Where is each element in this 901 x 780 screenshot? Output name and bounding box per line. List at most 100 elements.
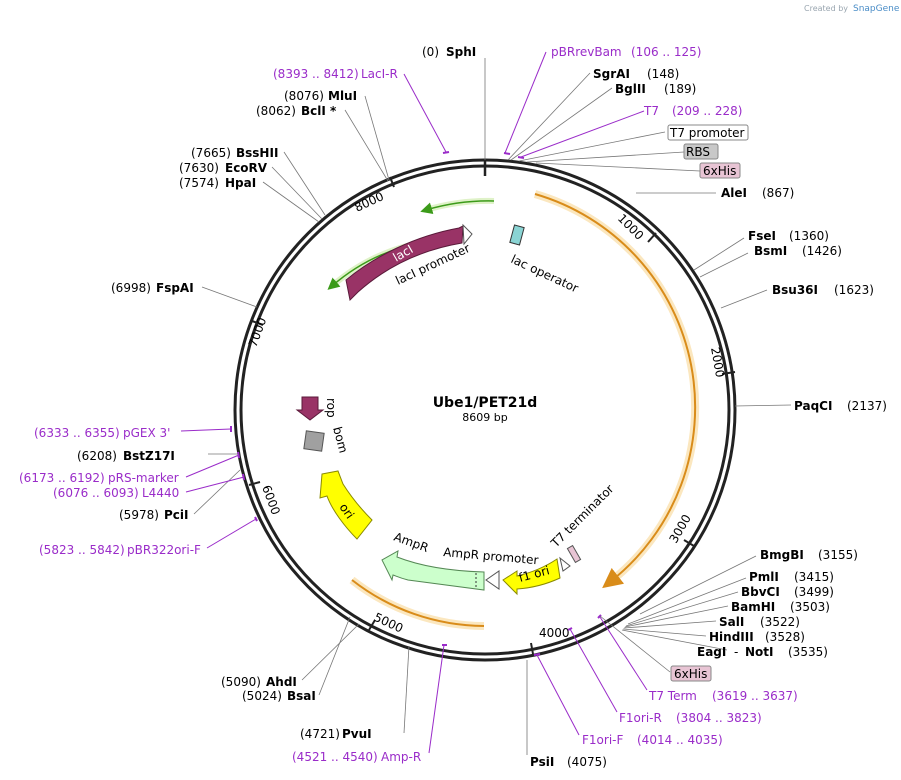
svg-text:NotI: NotI xyxy=(745,645,774,659)
primer-pbr322ori-f[interactable]: (5823 .. 5842) pBR322ori-F xyxy=(39,543,201,557)
svg-text:FseI: FseI xyxy=(748,229,776,243)
enzyme-psii[interactable]: PsiI (4075) xyxy=(530,755,607,769)
primer-pgex-3[interactable]: (6333 .. 6355) pGEX 3' xyxy=(34,426,170,440)
laci-upper-arrow xyxy=(420,200,495,215)
svg-text:Bsu36I: Bsu36I xyxy=(772,283,818,297)
primer-amp-r[interactable]: (4521 .. 4540) Amp-R xyxy=(292,750,421,764)
enzyme-bsu36i[interactable]: Bsu36I (1623) xyxy=(772,283,874,297)
primer-l4440[interactable]: (6076 .. 6093) L4440 xyxy=(53,486,179,500)
svg-text:(5024): (5024) xyxy=(242,689,282,703)
svg-text:F1ori-F: F1ori-F xyxy=(582,733,623,747)
svg-text:RBS: RBS xyxy=(686,145,710,159)
enzyme-bamhi[interactable]: BamHI (3503) xyxy=(731,600,830,614)
enzyme-mlui[interactable]: (8076) MluI xyxy=(284,89,357,103)
bom-label: bom xyxy=(330,425,350,454)
svg-text:(7665): (7665) xyxy=(191,146,231,160)
enzyme-sgrai[interactable]: SgrAI (148) xyxy=(593,67,679,81)
rop-label: rop xyxy=(324,398,338,418)
svg-text:PaqCI: PaqCI xyxy=(794,399,832,413)
ampr-promoter-label: AmpR promoter xyxy=(443,545,539,567)
enzyme-bcli[interactable]: (8062) BclI * xyxy=(256,104,337,118)
svg-text:Amp-R: Amp-R xyxy=(381,750,421,764)
enzyme-bsai[interactable]: (5024) BsaI xyxy=(242,689,316,703)
svg-text:SgrAI: SgrAI xyxy=(593,67,630,81)
ori-arrow xyxy=(319,470,373,540)
enzyme-bstz17i[interactable]: (6208) BstZ17I xyxy=(77,449,175,463)
svg-text:(6173 .. 6192): (6173 .. 6192) xyxy=(19,471,105,485)
svg-text:(6076 .. 6093): (6076 .. 6093) xyxy=(53,486,139,500)
enzyme-bglii[interactable]: BglII (189) xyxy=(615,82,696,96)
t7-terminator-label: T7 terminator xyxy=(548,482,617,551)
primer-pbrrevbam[interactable]: pBRrevBam (106 .. 125) xyxy=(551,45,701,59)
primer-t7-term[interactable]: T7 Term (3619 .. 3637) xyxy=(648,689,798,703)
svg-text:T7 promoter: T7 promoter xyxy=(669,126,745,140)
svg-text:(867): (867) xyxy=(762,186,794,200)
leader-lines xyxy=(193,58,792,755)
enzyme-ahdi[interactable]: (5090) AhdI xyxy=(221,675,297,689)
svg-text:BsaI: BsaI xyxy=(287,689,316,703)
svg-text:7000: 7000 xyxy=(246,316,270,349)
primer-laci-r[interactable]: (8393 .. 8412) LacI-R xyxy=(273,67,398,81)
enzyme-fspai[interactable]: (6998) FspAI xyxy=(111,281,194,295)
laci-promoter-arrow xyxy=(462,223,473,246)
svg-text:pGEX 3': pGEX 3' xyxy=(123,426,170,440)
svg-text:L4440: L4440 xyxy=(142,486,179,500)
svg-text:SphI: SphI xyxy=(446,45,476,59)
t7-terminator-arrow xyxy=(559,556,571,572)
rbs-callout: RBS xyxy=(683,143,719,160)
svg-text:(8076): (8076) xyxy=(284,89,324,103)
primer-t7[interactable]: T7 (209 .. 228) xyxy=(643,104,742,118)
svg-text:(106 .. 125): (106 .. 125) xyxy=(631,45,701,59)
enzyme-pmli[interactable]: PmlI (3415) xyxy=(749,570,834,584)
primer-prs-marker[interactable]: (6173 .. 6192) pRS-marker xyxy=(19,471,179,485)
svg-text:PsiI: PsiI xyxy=(530,755,554,769)
svg-text:BmgBI: BmgBI xyxy=(760,548,804,562)
svg-text:(209 .. 228): (209 .. 228) xyxy=(672,104,742,118)
enzyme-bsshii[interactable]: (7665) BssHII xyxy=(191,146,278,160)
enzyme-sphi[interactable]: (0) SphI xyxy=(422,45,476,59)
svg-text:T7: T7 xyxy=(643,104,659,118)
primer-f1ori-f[interactable]: F1ori-F (4014 .. 4035) xyxy=(582,733,723,747)
svg-text:BglII: BglII xyxy=(615,82,646,96)
enzyme-pvui[interactable]: (4721) PvuI xyxy=(300,727,372,741)
svg-text:(5978): (5978) xyxy=(119,508,159,522)
svg-text:(3503): (3503) xyxy=(790,600,830,614)
svg-text:(4014 .. 4035): (4014 .. 4035) xyxy=(637,733,723,747)
primer-f1ori-r[interactable]: F1ori-R (3804 .. 3823) xyxy=(619,711,762,725)
svg-text:(3522): (3522) xyxy=(760,615,800,629)
enzyme-alei[interactable]: AleI (867) xyxy=(721,186,794,200)
svg-text:(8062): (8062) xyxy=(256,104,296,118)
insert-arc xyxy=(534,193,697,589)
enzyme-hpai[interactable]: (7574) HpaI xyxy=(179,176,256,190)
enzyme-pcii[interactable]: (5978) PciI xyxy=(119,508,189,522)
enzyme-bbvci[interactable]: BbvCI (3499) xyxy=(741,585,834,599)
enzyme-bsmi[interactable]: BsmI (1426) xyxy=(754,244,842,258)
svg-text:(2137): (2137) xyxy=(847,399,887,413)
svg-text:(5090): (5090) xyxy=(221,675,261,689)
svg-text:LacI-R: LacI-R xyxy=(361,67,398,81)
plasmid-name: Ube1/PET21d xyxy=(433,395,538,411)
enzyme-bmgbi[interactable]: BmgBI (3155) xyxy=(760,548,858,562)
enzyme-paqci[interactable]: PaqCI (2137) xyxy=(794,399,887,413)
svg-text:8000: 8000 xyxy=(352,189,386,215)
ampr-arc xyxy=(351,579,485,627)
enzyme-sali[interactable]: SalI (3522) xyxy=(719,615,800,629)
ampr-promoter-arrow xyxy=(485,570,500,590)
enzyme-fsei[interactable]: FseI (1360) xyxy=(748,229,829,243)
svg-text:FspAI: FspAI xyxy=(156,281,194,295)
svg-text:5000: 5000 xyxy=(372,610,406,636)
enzyme-eagi-noti[interactable]: EagI - NotI (3535) xyxy=(697,645,828,659)
enzyme-hindiii[interactable]: HindIII (3528) xyxy=(709,630,805,644)
ampr-gene xyxy=(381,550,485,591)
enzyme-ecorv[interactable]: (7630) EcoRV xyxy=(179,161,268,175)
credit-brand: SnapGene xyxy=(853,4,900,14)
svg-text:(0): (0) xyxy=(422,45,439,59)
svg-text:BsmI: BsmI xyxy=(754,244,787,258)
svg-text:(148): (148) xyxy=(647,67,679,81)
svg-text:HpaI: HpaI xyxy=(225,176,256,190)
lac-operator-box xyxy=(509,224,525,246)
svg-text:T7 Term: T7 Term xyxy=(648,689,697,703)
svg-text:(8393 .. 8412): (8393 .. 8412) xyxy=(273,67,359,81)
svg-text:(6998): (6998) xyxy=(111,281,151,295)
